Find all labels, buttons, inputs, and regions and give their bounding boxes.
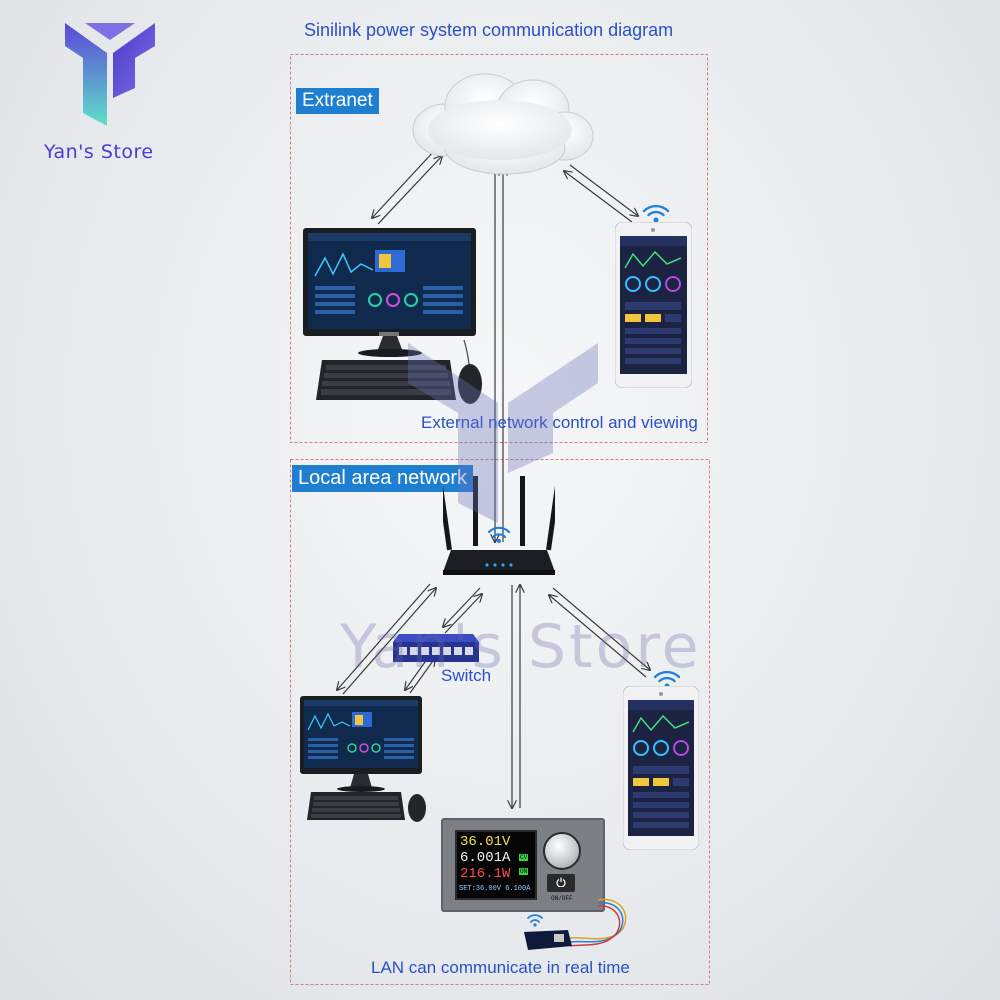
smartphone-icon (615, 222, 692, 388)
psu-voltage: 36.01V (460, 834, 511, 850)
lan-keyboard-icon (307, 792, 405, 820)
psu-power-button[interactable] (547, 874, 575, 892)
power-supply-module: 36.01V 6.001A 216.1W SET:36.00V 6.100A C… (441, 818, 605, 912)
wifi-icon (642, 204, 670, 223)
store-name: Yan's Store (44, 141, 154, 163)
psu-cv-badge: CV (519, 854, 529, 861)
lan-desktop-monitor-icon (300, 696, 422, 792)
keyboard-icon (316, 360, 456, 400)
switch-label: Switch (441, 666, 492, 685)
watermark-text: Yan's Store (340, 612, 702, 682)
psu-button-label: ON/OFF (551, 895, 573, 902)
wifi-router-icon (443, 476, 555, 575)
lan-mouse-icon (408, 794, 426, 822)
network-switch-icon (393, 634, 479, 662)
mouse-icon (458, 340, 482, 404)
psu-knob[interactable] (543, 832, 581, 870)
extranet-zone-frame (290, 54, 708, 443)
power-supply-screen: 36.01V 6.001A 216.1W SET:36.00V 6.100A C… (455, 830, 537, 900)
psu-power: 216.1W (460, 866, 511, 882)
cable-and-wifi-module-icon (524, 898, 627, 950)
psu-current: 6.001A (460, 850, 511, 866)
diagram-title: Sinilink power system communication diag… (304, 20, 674, 40)
lan-zone-frame (290, 459, 710, 985)
psu-set-line: SET:36.00V 6.100A (459, 885, 531, 893)
psu-on-badge: ON (519, 868, 529, 875)
power-icon (556, 877, 566, 887)
cloud-icon (412, 73, 594, 175)
desktop-monitor-icon (303, 228, 476, 357)
lan-smartphone-icon (623, 686, 699, 850)
store-logo-icon (65, 23, 155, 126)
extranet-label: Extranet (296, 88, 379, 114)
extranet-caption: External network control and viewing (421, 413, 698, 432)
watermark-logo-icon (408, 343, 598, 523)
lan-caption: LAN can communicate in real time (371, 958, 630, 977)
